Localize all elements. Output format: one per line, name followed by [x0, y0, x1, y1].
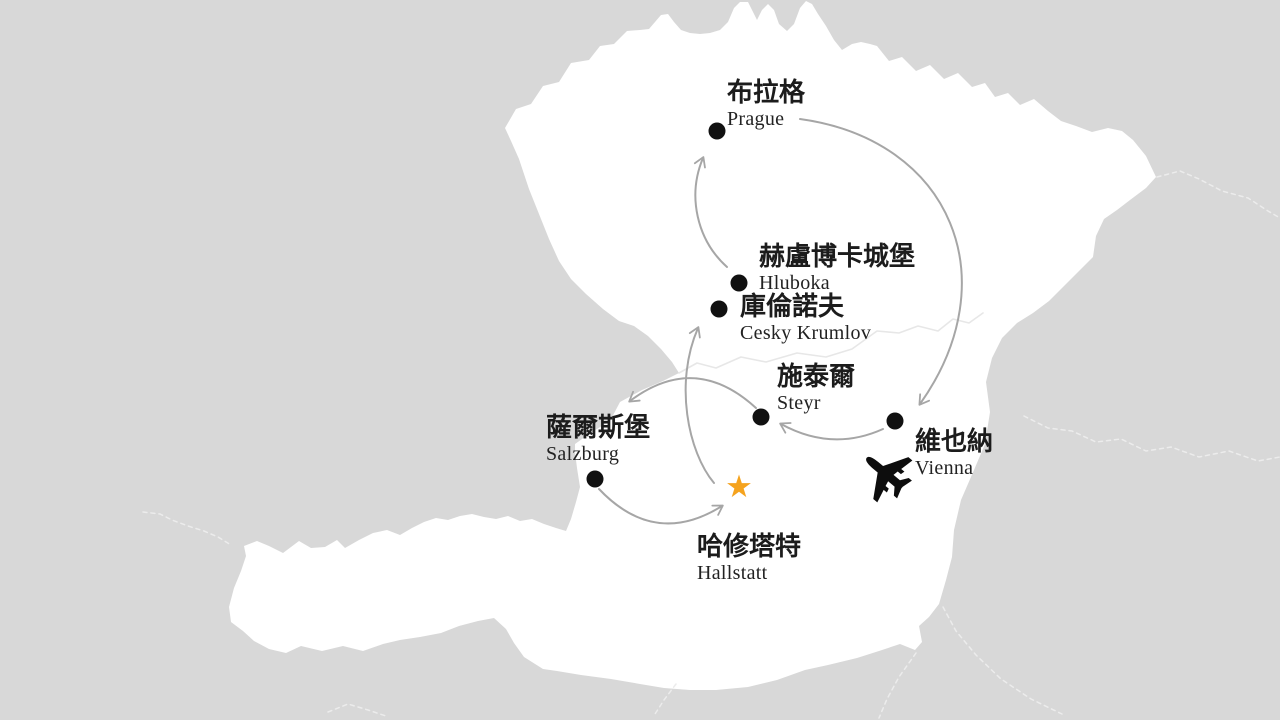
route-arrows [598, 118, 963, 525]
city-dot-hluboka [730, 274, 748, 292]
route-arrow-steyr-to-salzburg [628, 377, 757, 409]
route-arrow-vienna-to-steyr [779, 422, 884, 441]
city-dot-vienna [886, 412, 904, 430]
route-arrow-hallstatt-to-cesky-krumlov [684, 326, 715, 484]
star-marker-hallstatt [727, 474, 751, 498]
airplane-icon [866, 456, 913, 503]
city-markers [586, 122, 904, 498]
route-arrow-salzburg-to-hallstatt [598, 488, 724, 525]
czech-austria-border [678, 312, 984, 374]
city-dot-steyr [752, 408, 770, 426]
route-arrow-prague-to-vienna [799, 118, 963, 406]
city-dot-salzburg [586, 470, 604, 488]
city-dot-prague [708, 122, 726, 140]
city-dot-cesky-krumlov [710, 300, 728, 318]
route-arrow-hluboka-to-prague [693, 156, 728, 268]
neighbor-borders [142, 170, 1280, 719]
